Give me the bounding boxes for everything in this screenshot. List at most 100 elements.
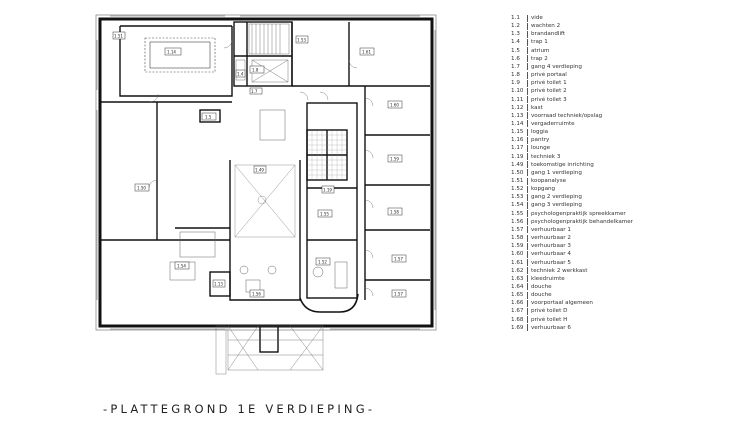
legend-row: 1.61 verhuurbaar 5 <box>511 259 571 267</box>
legend-code: 1.12 <box>511 104 524 111</box>
legend-code: 1.19 <box>511 153 524 160</box>
legend-row: 1.7 gang 4 verdieping <box>511 63 582 71</box>
legend-divider <box>527 79 528 87</box>
legend-label: loggia <box>531 129 549 136</box>
legend-code: 1.63 <box>511 275 524 282</box>
legend-divider <box>527 153 528 161</box>
legend-code: 1.11 <box>511 96 524 103</box>
legend-label: verhuurbaar 5 <box>531 259 571 266</box>
legend-row: 1.4 trap 1 <box>511 38 548 46</box>
legend-divider <box>527 299 528 307</box>
legend-divider <box>527 71 528 79</box>
legend-label: verhuurbaar 4 <box>531 251 571 258</box>
legend-code: 1.60 <box>511 251 524 258</box>
legend-code: 1.59 <box>511 243 524 250</box>
legend-divider <box>527 259 528 266</box>
legend-label: techniek 2 werkkast <box>531 267 588 274</box>
legend-label: voorraad techniek/opslag <box>531 112 603 119</box>
legend-divider <box>527 185 528 193</box>
legend-divider <box>527 283 528 291</box>
legend-code: 1.10 <box>511 88 524 95</box>
legend-code: 1.56 <box>511 218 524 225</box>
legend-divider <box>527 193 528 201</box>
legend-code: 1.8 <box>511 72 520 79</box>
legend-divider <box>527 22 528 30</box>
legend-label: wachten 2 <box>531 23 561 30</box>
legend-label: techniek 3 <box>531 153 561 160</box>
room-tag-atrium: 1.5 <box>205 115 212 120</box>
legend-code: 1.16 <box>511 137 524 144</box>
legend-code: 1.66 <box>511 300 524 307</box>
legend-divider <box>527 128 528 136</box>
atrium-void <box>234 164 296 238</box>
legend-row: 1.13 voorraad techniek/opslag <box>511 112 602 120</box>
legend-code: 1.4 <box>511 39 520 46</box>
legend-divider <box>527 275 528 283</box>
legend-label: douche <box>531 292 552 299</box>
bottom-stairs <box>215 325 324 375</box>
room-tag-consult-room: 1.55 <box>320 212 329 217</box>
legend-label: privé toilet D <box>531 308 568 315</box>
legend-code: 1.7 <box>511 63 520 70</box>
legend-row: 1.12 kast <box>511 104 543 112</box>
legend-label: privé toilet H <box>531 316 568 323</box>
room-tag-treatment-room: 1.56 <box>252 292 261 297</box>
legend-code: 1.51 <box>511 178 524 184</box>
legend-label: gang 1 verdieping <box>531 169 582 176</box>
legend-label: vergaderruimte <box>531 120 575 127</box>
legend-code: 1.68 <box>511 316 524 323</box>
legend-label: gang 4 verdieping <box>531 63 582 70</box>
legend-label: kopgang <box>531 186 556 193</box>
legend-divider <box>527 120 528 128</box>
legend-row: 1.15 loggia <box>511 128 548 136</box>
legend-label: kleedruimte <box>531 275 565 282</box>
legend-label: gang 2 verdieping <box>531 194 582 201</box>
plan-title: -PLATTEGROND 1E VERDIEPING- <box>103 402 376 416</box>
room-tag-storage: 1.13 <box>214 282 223 287</box>
legend-row: 1.60 verhuurbaar 4 <box>511 250 571 258</box>
legend-divider <box>527 144 528 152</box>
door-swings <box>148 39 374 297</box>
legend-divider <box>527 136 528 144</box>
legend-code: 1.1 <box>511 15 520 21</box>
legend-label: privé portaal <box>531 72 567 79</box>
legend-row: 1.50 gang 1 verdieping <box>511 169 582 177</box>
legend-code: 1.58 <box>511 235 524 242</box>
room-tag-rentable-4: 1.60 <box>390 103 399 108</box>
legend-label: vide <box>531 15 543 21</box>
legend-divider <box>527 38 528 46</box>
legend-code: 1.9 <box>511 80 520 87</box>
room-tag-rentable-3: 1.59 <box>390 157 399 162</box>
legend-code: 1.13 <box>511 112 524 119</box>
room-tag-purchase-analysis: 1.51 <box>114 34 123 39</box>
legend-row: 1.51 koopanalyse <box>511 177 566 185</box>
legend-divider <box>527 316 528 324</box>
legend-code: 1.57 <box>511 226 524 233</box>
legend-label: trap 1 <box>531 39 548 46</box>
legend-label: kast <box>531 104 543 111</box>
legend-code: 1.54 <box>511 202 524 209</box>
legend-label: verhuurbaar 1 <box>531 226 571 233</box>
legend-code: 1.50 <box>511 169 524 176</box>
legend-code: 1.15 <box>511 129 524 136</box>
legend-divider <box>527 169 528 177</box>
legend-row: 1.68 privé toilet H <box>511 316 567 324</box>
legend-label: psychologenpraktijk spreekkamer <box>531 210 626 217</box>
legend-code: 1.62 <box>511 267 524 274</box>
room-tag-stair-1: 1.4 <box>237 72 244 77</box>
legend-code: 1.2 <box>511 23 520 30</box>
legend-label: koopanalyse <box>531 178 567 184</box>
legend-code: 1.61 <box>511 259 524 266</box>
legend-divider <box>527 104 528 112</box>
